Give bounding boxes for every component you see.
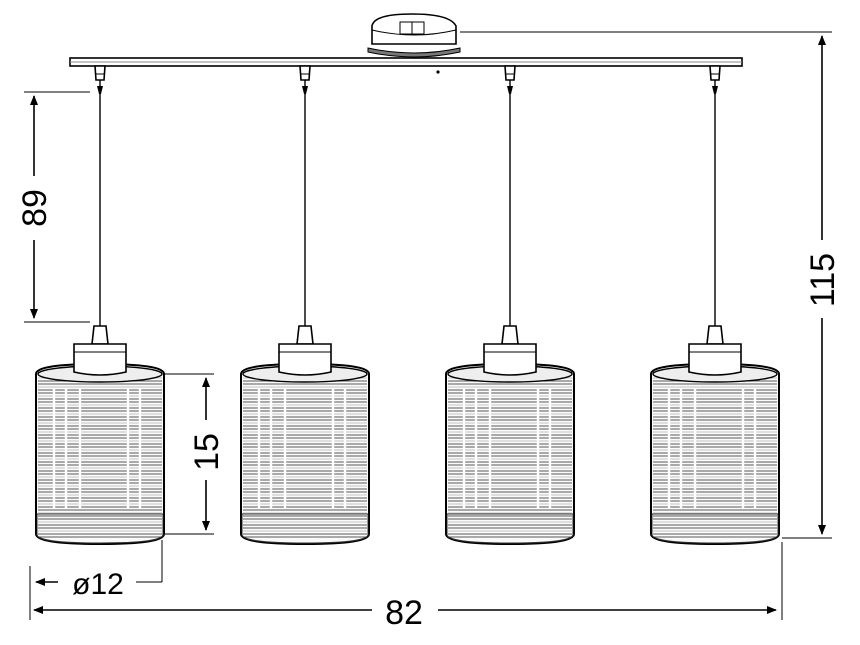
shade-diameter-label: ø12 (72, 568, 124, 601)
cord-grip (94, 65, 106, 81)
lamp-holder (483, 343, 537, 376)
socket (501, 325, 519, 345)
dimension-cord-length: 89 (16, 91, 90, 323)
socket (296, 325, 314, 345)
dimension-shade-diameter: ø12 (35, 540, 163, 601)
pendant-lamps (35, 65, 780, 546)
socket (706, 325, 724, 345)
cord-length-label: 89 (16, 189, 54, 227)
pendant-lamp (240, 65, 370, 546)
lamp-holder (278, 343, 332, 376)
ceiling-canopy (367, 13, 461, 58)
pendant-lamp (445, 65, 575, 546)
dimension-total-width: 82 (29, 542, 783, 632)
lamp-holder (688, 343, 742, 376)
glass-shade (240, 362, 370, 546)
mounting-bar (69, 57, 743, 74)
total-height-label: 115 (804, 253, 842, 307)
cord-grip (299, 65, 311, 81)
dimension-total-height: 115 (460, 31, 842, 539)
dimension-shade-height: 15 (164, 373, 226, 535)
cord-grip (709, 65, 721, 81)
socket (91, 325, 109, 345)
glass-shade (445, 362, 575, 546)
shade-height-label: 15 (188, 433, 226, 471)
pendant-lamp (650, 65, 780, 546)
pendant-lamp (35, 65, 165, 546)
total-width-label: 82 (385, 594, 423, 632)
lamp-holder (73, 343, 127, 376)
cord-grip (504, 65, 516, 81)
